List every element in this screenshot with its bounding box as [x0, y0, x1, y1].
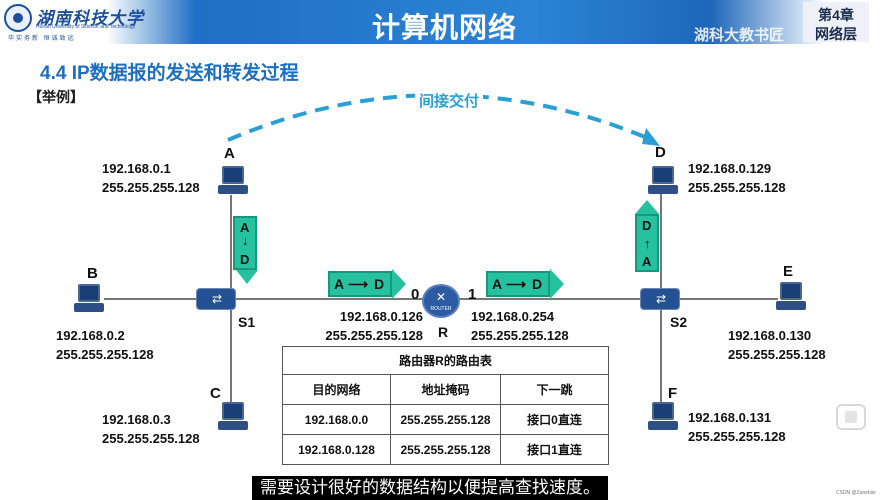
host-f-ip: 192.168.0.131 — [688, 410, 772, 425]
host-c-computer-icon — [218, 402, 248, 432]
router-r-label: R — [438, 324, 449, 340]
host-b-label: B — [87, 265, 98, 282]
host-e-ip: 192.168.0.130 — [728, 328, 812, 343]
bilibili-logo-icon — [836, 404, 866, 430]
router-port0-mask: 255.255.255.128 — [325, 328, 423, 343]
packet-up-tip-icon — [635, 200, 659, 214]
host-c-mask: 255.255.255.128 — [102, 431, 200, 446]
router-port1-address: 192.168.0.254 255.255.255.128 — [471, 307, 569, 345]
table-cell: 接口0直连 — [500, 404, 609, 435]
host-f-mask: 255.255.255.128 — [688, 429, 786, 444]
packet-right-arrow-icon: ⟶ — [348, 276, 369, 292]
packet-right-arrow-icon-2: ⟶ — [506, 276, 527, 292]
router-port-1: 1 — [468, 286, 477, 303]
table-cell: 192.168.0.0 — [282, 404, 391, 435]
switch-s1-icon: ⇄ — [196, 288, 236, 310]
packet-right-tip-icon-2 — [550, 269, 564, 299]
host-d-mask: 255.255.255.128 — [688, 180, 786, 195]
host-d-label: D — [655, 144, 666, 161]
csdn-watermark: CSDN @Zanebiie — [836, 490, 876, 496]
host-b-computer-icon — [74, 284, 104, 314]
host-e-address: 192.168.0.130 255.255.255.128 — [728, 326, 826, 364]
chapter-box: 第4章 网络层 — [803, 2, 869, 42]
packet-a-to-s1: A ↓ D — [233, 216, 257, 270]
router-port1-mask: 255.255.255.128 — [471, 328, 569, 343]
host-b-ip: 192.168.0.2 — [56, 328, 125, 343]
table-cell: 192.168.0.128 — [282, 434, 391, 465]
routing-table-header: 目的网络 — [282, 374, 391, 405]
switch-s2-icon: ⇄ — [640, 288, 680, 310]
packet-r-to-s2: A ⟶ D — [486, 271, 550, 297]
packet-a-down-tip-icon — [236, 270, 258, 284]
header-bar: 湖南科技大学 Hunan University of Science and T… — [0, 0, 889, 44]
host-d-ip: 192.168.0.129 — [688, 161, 772, 176]
packet-s2-to-d: A ↑ D — [635, 214, 659, 272]
router-port1-ip: 192.168.0.254 — [471, 309, 555, 324]
router-r-icon: ✕ ROUTER — [422, 284, 460, 318]
watermark: 湖科大教书匠 — [694, 27, 785, 44]
router-port-0: 0 — [411, 286, 420, 303]
example-label: 【举例】 — [28, 89, 84, 105]
host-e-label: E — [783, 263, 794, 280]
router-device-text: ROUTER — [430, 306, 452, 312]
section-title: 4.4 IP数据报的发送和转发过程 — [40, 63, 299, 84]
packet-right-tip-icon — [392, 269, 406, 299]
host-a-computer-icon — [218, 166, 248, 196]
table-cell: 255.255.255.128 — [390, 434, 501, 465]
link-d-s2 — [660, 193, 662, 296]
link-b-s1 — [104, 298, 214, 300]
switch-s2-label: S2 — [670, 314, 688, 330]
switch-s1-label: S1 — [238, 314, 256, 330]
school-name-en: Hunan University of Science and Technolo… — [36, 24, 136, 30]
routing-table-header: 地址掩码 — [390, 374, 501, 405]
link-s1-c — [230, 300, 232, 405]
host-a-label: A — [224, 145, 235, 162]
video-subtitle: 需要设计很好的数据结构以便提高查找速度。 — [252, 476, 608, 500]
host-b-address: 192.168.0.2 255.255.255.128 — [56, 326, 154, 364]
host-f-label: F — [668, 385, 678, 402]
routing-table-caption: 路由器R的路由表 — [282, 346, 609, 375]
table-cell: 接口1直连 — [500, 434, 609, 465]
router-port0-address: 192.168.0.126 255.255.255.128 — [319, 307, 423, 345]
routing-table-header: 下一跳 — [500, 374, 609, 405]
indirect-delivery-label: 间接交付 — [415, 90, 484, 111]
router-port0-ip: 192.168.0.126 — [339, 309, 423, 324]
host-a-ip: 192.168.0.1 — [102, 161, 171, 176]
link-s2-e — [678, 298, 778, 300]
table-row: 192.168.0.128 255.255.255.128 接口1直连 — [282, 434, 609, 465]
table-row: 192.168.0.0 255.255.255.128 接口0直连 — [282, 404, 609, 435]
link-s2-f — [660, 300, 662, 405]
school-motto: 毕实务新 恒诚致远 — [8, 36, 76, 42]
table-cell: 255.255.255.128 — [390, 404, 501, 435]
packet-up-arrow-icon: ↑ — [644, 236, 651, 251]
packet-down-arrow-icon: ↓ — [242, 233, 249, 248]
host-d-computer-icon — [648, 166, 678, 196]
course-title: 计算机网络 — [371, 12, 517, 43]
chapter-name: 网络层 — [815, 26, 857, 42]
school-name: 湖南科技大学 — [36, 9, 144, 29]
host-c-ip: 192.168.0.3 — [102, 412, 171, 427]
host-b-mask: 255.255.255.128 — [56, 347, 154, 362]
link-a-s1 — [230, 195, 232, 295]
host-a-address: 192.168.0.1 255.255.255.128 — [102, 159, 200, 197]
host-a-mask: 255.255.255.128 — [102, 180, 200, 195]
host-e-computer-icon — [776, 282, 806, 312]
packet-s1-to-r: A ⟶ D — [328, 271, 392, 297]
routing-table: 路由器R的路由表 目的网络 地址掩码 下一跳 192.168.0.0 255.2… — [282, 346, 609, 465]
chapter-number: 第4章 — [818, 7, 854, 23]
host-d-address: 192.168.0.129 255.255.255.128 — [688, 159, 786, 197]
school-logo-icon — [4, 4, 32, 32]
host-c-address: 192.168.0.3 255.255.255.128 — [102, 410, 200, 448]
host-c-label: C — [210, 385, 221, 402]
host-e-mask: 255.255.255.128 — [728, 347, 826, 362]
host-f-computer-icon — [648, 402, 678, 432]
host-f-address: 192.168.0.131 255.255.255.128 — [688, 408, 786, 446]
